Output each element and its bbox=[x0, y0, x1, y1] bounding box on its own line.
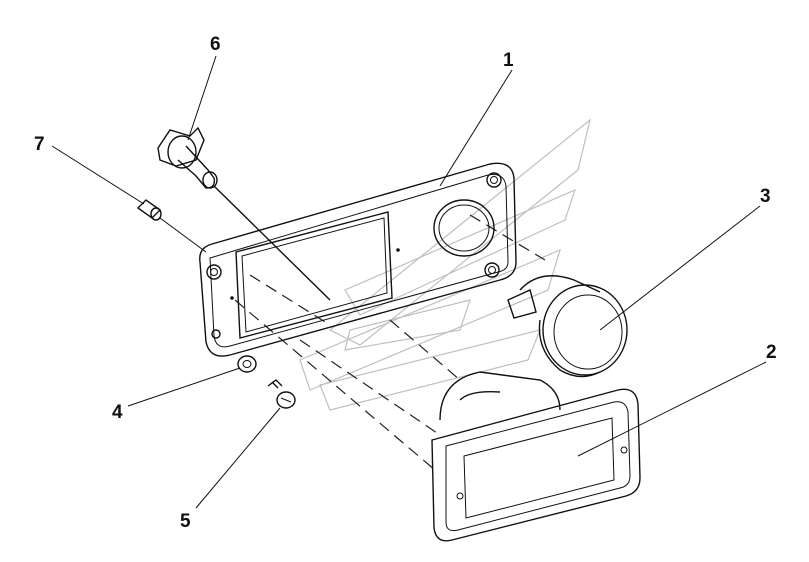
part-1-mounting-plate bbox=[199, 162, 517, 357]
callout-4: 4 bbox=[112, 402, 123, 423]
leader-5 bbox=[195, 407, 281, 509]
leader-6 bbox=[187, 55, 217, 141]
callout-6: 6 bbox=[210, 34, 221, 55]
part-2-rectangular-headlamp bbox=[431, 371, 641, 542]
callout-3: 3 bbox=[760, 186, 771, 207]
leader-4 bbox=[127, 367, 241, 407]
leader-3 bbox=[599, 205, 761, 331]
callout-7: 7 bbox=[34, 134, 45, 155]
watermark-logo bbox=[299, 118, 591, 411]
part-3-round-lamp bbox=[507, 275, 628, 378]
part-7-small-bulb bbox=[136, 199, 207, 253]
part-4-washer bbox=[237, 355, 257, 373]
leader-lines bbox=[51, 55, 767, 509]
callout-5: 5 bbox=[180, 511, 191, 532]
leader-7 bbox=[51, 145, 145, 205]
part-5-screw bbox=[267, 379, 296, 409]
callout-1: 1 bbox=[503, 50, 514, 71]
callout-2: 2 bbox=[766, 342, 777, 363]
leader-1 bbox=[439, 69, 513, 187]
part-6-bulb bbox=[157, 126, 331, 301]
leader-2 bbox=[577, 361, 767, 457]
